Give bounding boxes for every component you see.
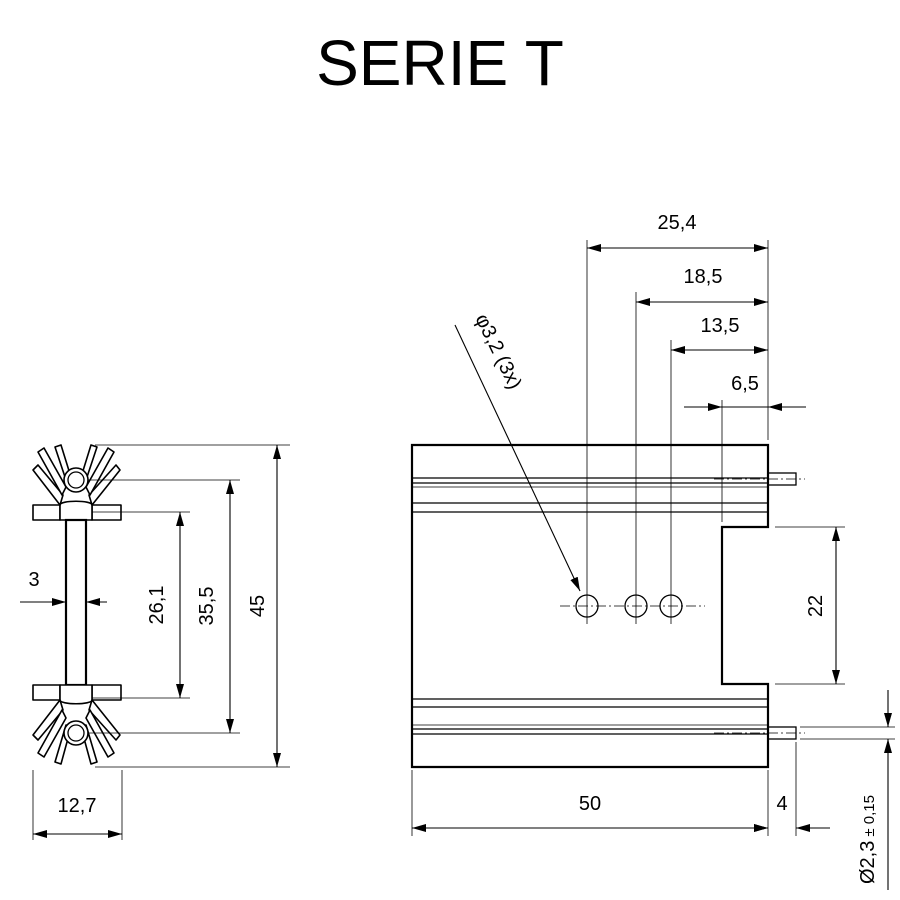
- dim-35-5: 35,5: [196, 587, 218, 626]
- dim-6-5: 6,5: [731, 373, 759, 395]
- dim-4: 4: [776, 793, 787, 815]
- dim-13-5: 13,5: [701, 315, 740, 337]
- dim-25-4: 25,4: [658, 212, 697, 234]
- top-fin-cluster: [32, 444, 122, 521]
- profile-view: 3 26,1 35,5 45 12,7: [20, 444, 290, 840]
- dim-45: 45: [247, 595, 269, 617]
- bottom-fin-cluster: [32, 684, 122, 765]
- dim-22: 22: [805, 595, 827, 617]
- heatsink-outline: [410, 443, 770, 769]
- dim-pin-diameter: Ø2,3 ± 0,15: [857, 795, 879, 884]
- front-view: 25,4 18,5 13,5 6,5 φ3,2 (3x) 22 50 4: [410, 212, 895, 890]
- dim-26-1: 26,1: [146, 586, 168, 625]
- dim-50: 50: [579, 793, 601, 815]
- dim-18-5: 18,5: [684, 266, 723, 288]
- drawing-title: SERIE T: [316, 27, 564, 99]
- dim-web-thickness: 3: [28, 569, 39, 591]
- profile-web: [64, 518, 88, 687]
- dim-12-7: 12,7: [58, 795, 97, 817]
- pin-diameter-tolerance: ± 0,15: [861, 795, 878, 837]
- hole-spec-label: φ3,2 (3x): [471, 311, 526, 393]
- pin-diameter-value: Ø2,3: [857, 841, 879, 884]
